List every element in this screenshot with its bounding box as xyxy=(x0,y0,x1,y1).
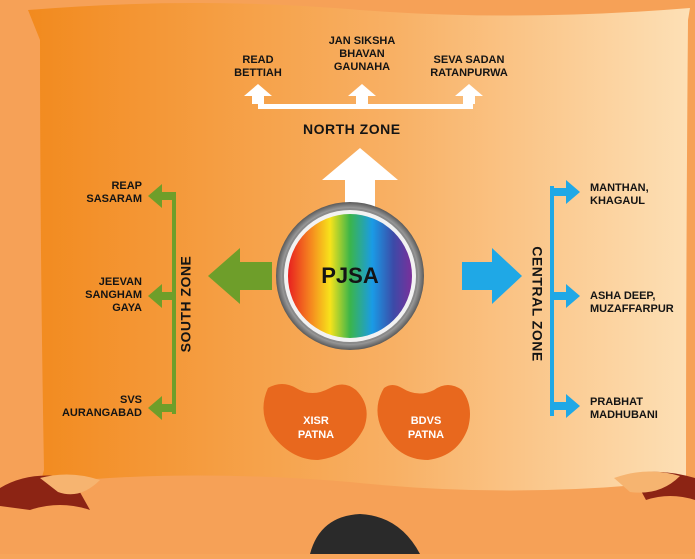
south-partner-2: JEEVAN SANGHAM GAYA xyxy=(85,276,142,314)
north-partner-2: JAN SIKSHA BHAVAN GAUNAHA xyxy=(328,35,396,73)
central-partner-1: MANTHAN, KHAGAUL xyxy=(590,182,649,207)
central-zone-label: CENTRAL ZONE xyxy=(529,246,546,362)
right-scroll-curl xyxy=(614,471,680,493)
central-small-arrow-2 xyxy=(554,284,580,308)
central-partner-2: ASHA DEEP, MUZAFFARPUR xyxy=(590,290,674,315)
north-zone-label: NORTH ZONE xyxy=(303,121,401,137)
north-bracket-line xyxy=(258,104,473,109)
north-partner-1: READ BETTIAH xyxy=(234,54,282,79)
bottom-partner-2: BDVS PATNA xyxy=(407,415,445,441)
left-scroll-curl xyxy=(40,474,100,495)
bottom-partner-1: XISR PATNA xyxy=(297,415,335,441)
center-label: PJSA xyxy=(321,263,379,288)
north-small-arrow-2 xyxy=(348,84,376,104)
center-spectrum-disc xyxy=(288,214,412,338)
south-partner-1: REAP SASARAM xyxy=(86,180,142,205)
south-zone-label: SOUTH ZONE xyxy=(177,255,194,353)
south-small-arrow-1 xyxy=(148,184,172,208)
central-partner-3: PRABHAT MADHUBANI xyxy=(590,396,658,421)
north-small-arrow-3 xyxy=(455,84,483,104)
north-partner-3: SEVA SADAN RATANPURWA xyxy=(430,54,508,79)
south-small-arrow-2 xyxy=(148,284,172,308)
bottom-left-blob xyxy=(263,384,367,460)
north-main-arrow xyxy=(322,148,398,208)
south-small-arrow-3 xyxy=(148,396,172,420)
south-bracket-line xyxy=(172,192,176,414)
central-bracket-line xyxy=(550,186,554,416)
bottom-right-blob xyxy=(377,385,470,460)
central-main-arrow xyxy=(462,248,522,304)
central-small-arrow-3 xyxy=(554,394,580,418)
south-partner-3: SVS AURANGABAD xyxy=(61,394,142,419)
south-main-arrow xyxy=(208,248,272,304)
bottom-dark-shape xyxy=(310,514,420,554)
central-small-arrow-1 xyxy=(554,180,580,204)
north-small-arrow-1 xyxy=(244,84,272,104)
